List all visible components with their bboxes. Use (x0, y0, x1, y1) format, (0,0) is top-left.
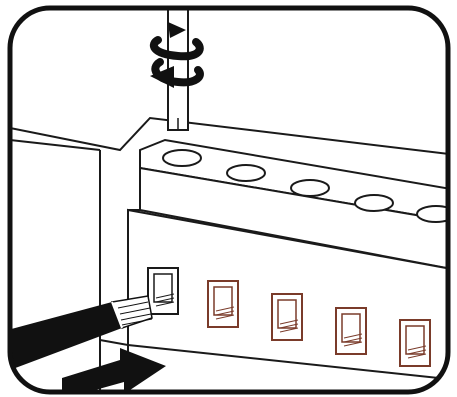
screw-terminal (163, 150, 201, 166)
wire-slot (148, 268, 178, 314)
scene-group (0, 8, 457, 397)
wire-slot (400, 320, 430, 366)
screw-terminal (291, 180, 329, 196)
wire-slot (208, 281, 238, 327)
screw-terminal (227, 165, 265, 181)
rotation-arrow-icon (150, 22, 200, 88)
wire-slot (272, 294, 302, 340)
screw-terminal (355, 195, 393, 211)
wire-slot (336, 308, 366, 354)
